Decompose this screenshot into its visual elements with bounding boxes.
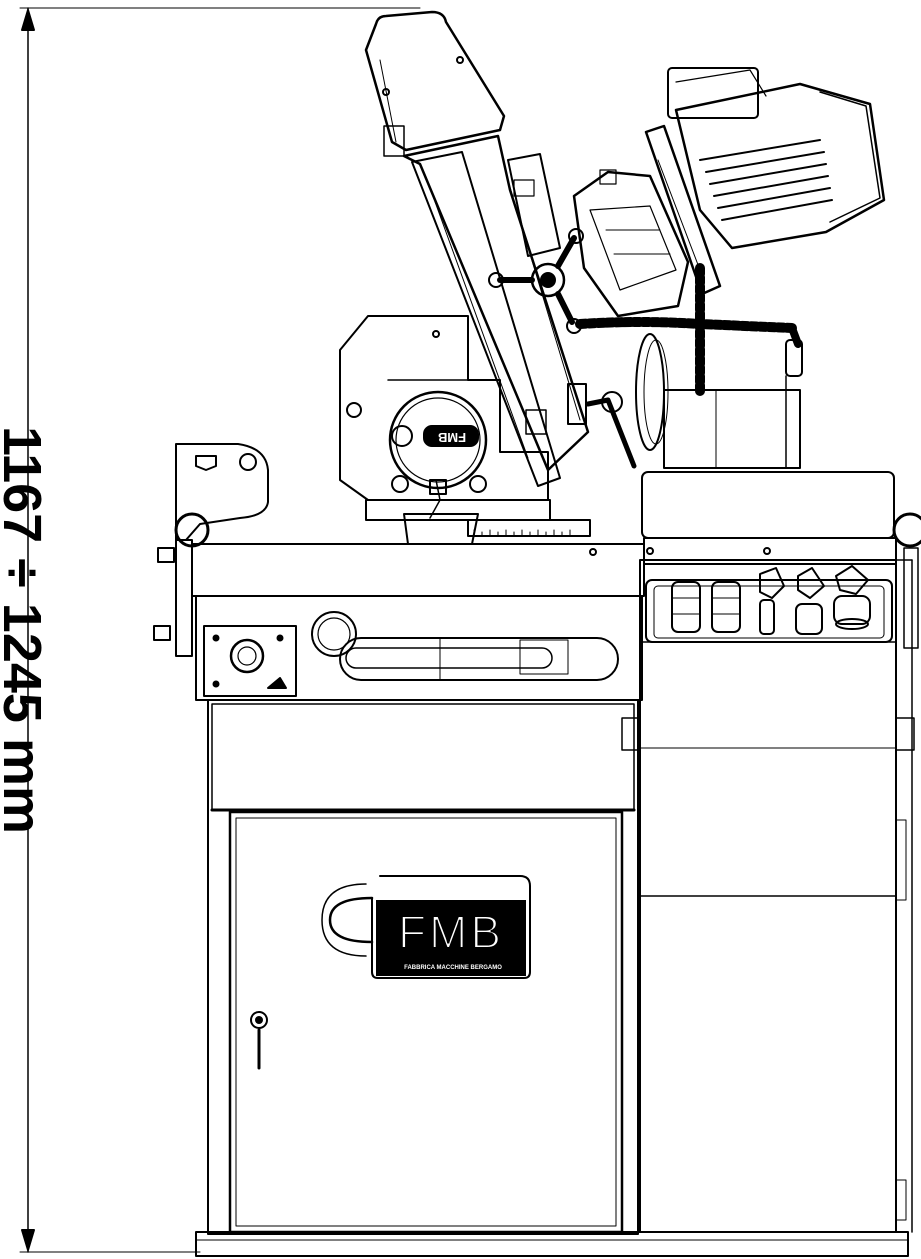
control-knob-icon: [671, 581, 701, 633]
saw-head-base: [339, 315, 551, 545]
fmb-logo-tagline: FABBRICA MACCHINE BERGAMO: [404, 965, 502, 971]
selector-switch-icon: [795, 567, 825, 635]
work-table: [191, 543, 645, 701]
coolant-tank-cover: [641, 471, 897, 565]
door-lock-icon: [250, 1011, 268, 1070]
coolant-hose: [575, 263, 803, 397]
height-dimension-line: [19, 7, 421, 1253]
measuring-scale: [467, 519, 591, 537]
control-knob-icon: [711, 581, 741, 633]
blade-wheel: [635, 333, 801, 469]
head-control-dial: [388, 390, 488, 519]
left-vise-bracket: [153, 443, 269, 657]
locking-lever-icon: [525, 383, 637, 469]
right-hook: [621, 512, 921, 751]
height-dimension-label: 1167 ÷ 1245 mm: [0, 426, 46, 834]
cabinet-door: [228, 810, 624, 1234]
control-dial-badge: FMB: [437, 430, 467, 445]
motor-flange: [644, 124, 722, 296]
fmb-logo-text: FMB: [397, 905, 505, 959]
control-panel: [645, 579, 893, 643]
base-plinth: [195, 1231, 909, 1257]
chip-tray: [339, 637, 619, 681]
selector-switch-icon: [759, 567, 785, 635]
star-handle-icon: [488, 228, 584, 334]
angle-gauge-plate: [203, 625, 297, 697]
blade-guard-top: [364, 10, 506, 157]
drain-ring-icon: [311, 611, 357, 657]
blade-tension-block: [507, 153, 561, 257]
gearbox: [572, 169, 690, 318]
fmb-logo: [321, 875, 531, 979]
electric-motor: [667, 67, 886, 250]
emergency-stop-icon: [833, 565, 871, 630]
saw-blade-arm: [402, 134, 590, 487]
right-pedestal: [639, 559, 913, 1233]
